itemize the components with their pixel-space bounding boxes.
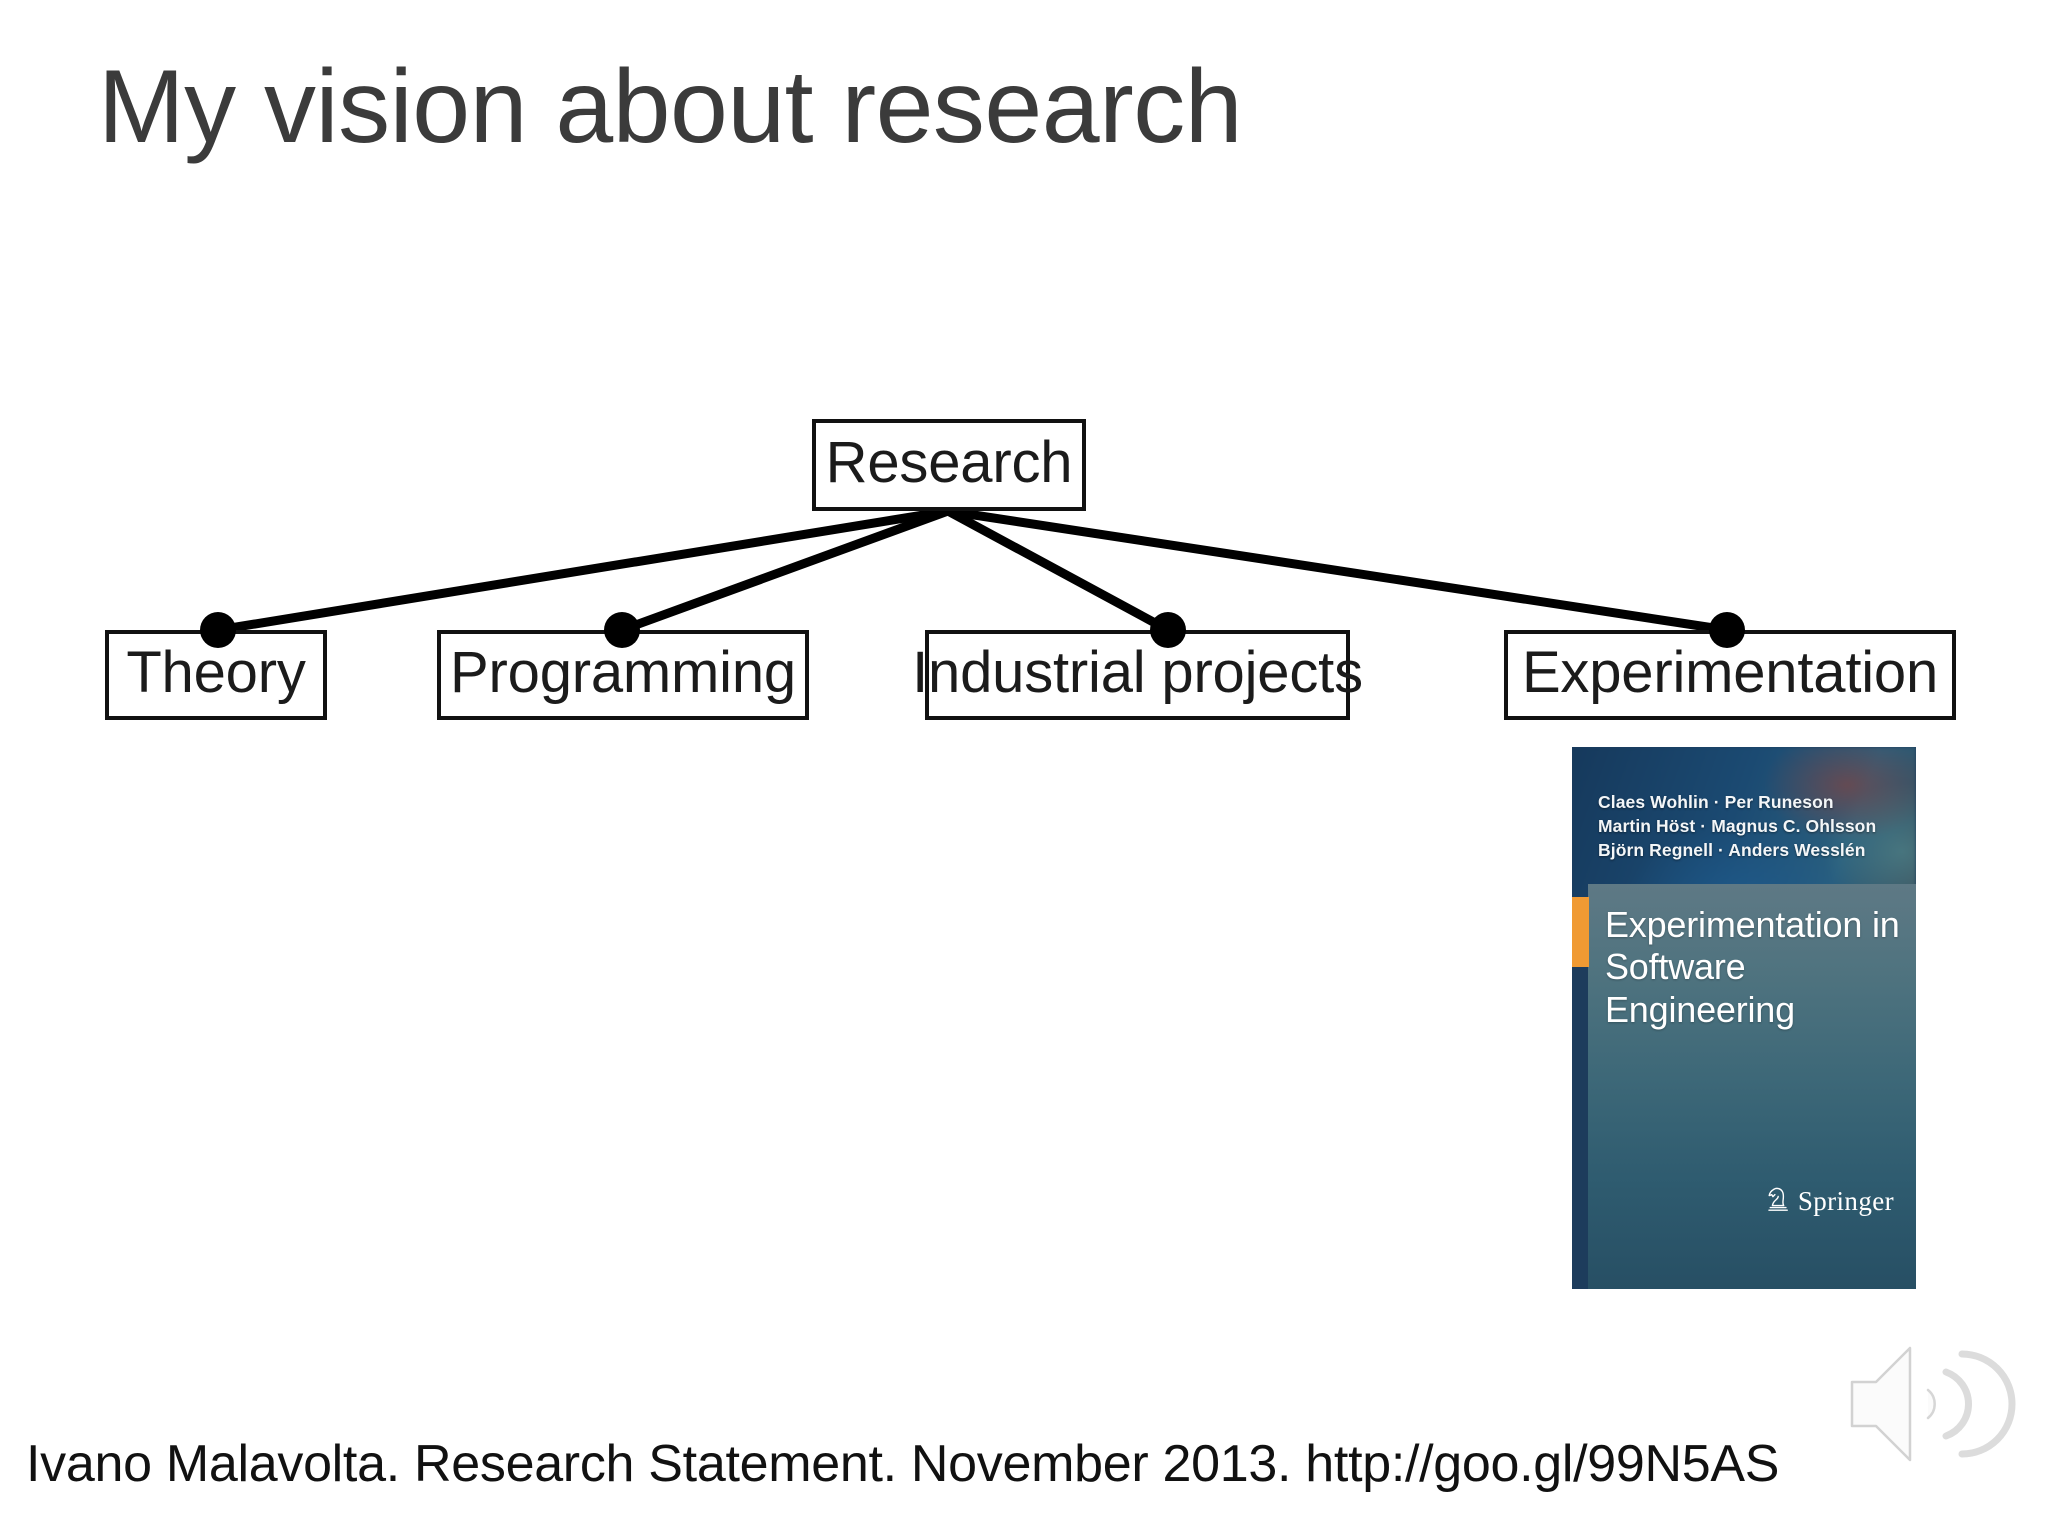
book-title-panel	[1588, 884, 1916, 1289]
book-authors: Claes Wohlin · Per Runeson Martin Höst ·…	[1598, 791, 1876, 862]
edge-research-to-theory	[213, 506, 953, 635]
page-title: My vision about research	[98, 49, 1243, 165]
book-title-line-2: Software	[1605, 946, 1746, 988]
speaker-wave-1-icon	[1926, 1388, 1936, 1420]
node-industrial-projects-label: Industrial projects	[912, 640, 1363, 705]
edge-dot-industrial-projects	[1150, 612, 1186, 648]
book-authors-line-3: Björn Regnell · Anders Wesslén	[1598, 839, 1866, 860]
speaker-icon[interactable]	[1846, 1338, 2026, 1470]
node-research-label: Research	[825, 430, 1073, 495]
book-title-line-3: Engineering	[1605, 988, 1795, 1030]
book-authors-line-2: Martin Höst · Magnus C. Ohlsson	[1598, 815, 1877, 836]
node-industrial-projects[interactable]: Industrial projects	[912, 630, 1363, 720]
speaker-wave-2-icon	[1942, 1368, 1973, 1440]
footer-credit: Ivano Malavolta. Research Statement. Nov…	[26, 1435, 1780, 1493]
book-publisher: Springer	[1765, 1184, 1894, 1219]
edge-research-to-experimentation	[943, 506, 1732, 635]
book-title: Experimentation in Software Engineering	[1605, 904, 1900, 1031]
book-cover-image[interactable]: Claes Wohlin · Per Runeson Martin Höst ·…	[1572, 747, 1916, 1289]
node-theory-label: Theory	[126, 640, 306, 705]
book-title-line-1: Experimentation in	[1605, 904, 1900, 945]
edge-dot-programming	[604, 612, 640, 648]
node-experimentation-label: Experimentation	[1521, 640, 1939, 705]
edge-dot-experimentation	[1709, 612, 1745, 648]
node-programming-label: Programming	[450, 640, 796, 705]
book-authors-line-1: Claes Wohlin · Per Runeson	[1598, 792, 1834, 812]
speaker-wave-3-icon	[1958, 1350, 2016, 1458]
book-publisher-name: Springer	[1797, 1186, 1894, 1216]
speaker-body-icon	[1850, 1346, 1912, 1462]
edge-research-to-industrial-projects	[943, 506, 1173, 635]
springer-knight-icon	[1765, 1184, 1791, 1219]
edge-research-to-programming	[617, 506, 953, 635]
edge-dot-theory	[200, 612, 236, 648]
node-research[interactable]: Research	[812, 419, 1086, 511]
book-accent-tab	[1572, 897, 1589, 967]
edge-group	[213, 506, 1732, 635]
